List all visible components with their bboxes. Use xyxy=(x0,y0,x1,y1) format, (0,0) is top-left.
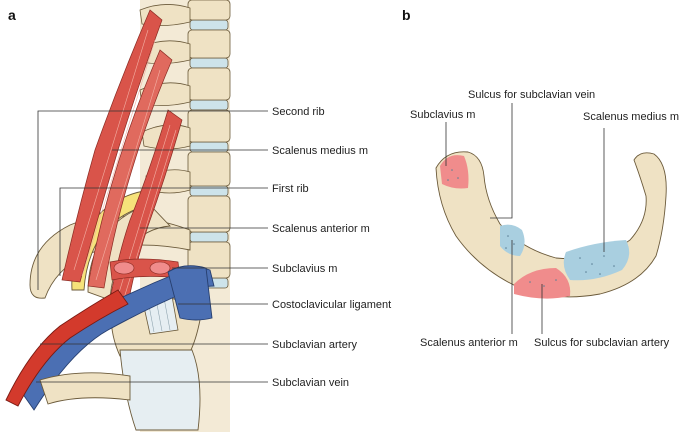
label-sulcus-subclavian-vein: Sulcus for subclavian vein xyxy=(468,89,595,101)
leader-sulcus-vein xyxy=(490,103,513,219)
manubrium xyxy=(119,349,201,431)
label-subclavian-vein: Subclavian vein xyxy=(272,377,349,389)
leader-first-rib xyxy=(59,187,268,276)
subclavius-attachment xyxy=(440,155,469,189)
label-second-rib: Second rib xyxy=(272,106,325,118)
panel-a-letter: a xyxy=(8,7,16,23)
label-scalenus-medius-a: Scalenus medius m xyxy=(272,145,368,157)
label-first-rib: First rib xyxy=(272,183,309,195)
label-costoclavicular-ligament: Costoclavicular ligament xyxy=(272,299,391,311)
subclavian-artery xyxy=(5,289,129,407)
label-scalenus-anterior-a: Scalenus anterior m xyxy=(272,223,370,235)
lower-rib xyxy=(39,372,131,405)
first-rib-superior-view xyxy=(435,151,667,299)
leader-second-rib xyxy=(37,110,268,290)
vertebral-bodies xyxy=(187,0,231,279)
label-subclavian-artery: Subclavian artery xyxy=(272,339,357,351)
label-scalenus-anterior-b: Scalenus anterior m xyxy=(420,337,518,349)
scalenus-medius-muscle xyxy=(61,9,173,289)
panel-b-leader-lines xyxy=(445,103,605,334)
label-subclavius-a: Subclavius m xyxy=(272,263,337,275)
panel-a-illustration xyxy=(5,0,231,432)
panel-a-leader-lines xyxy=(36,110,268,383)
panel-b-letter: b xyxy=(402,7,411,23)
scalenus-medius-attachment xyxy=(563,240,630,281)
subclavian-vein-stump xyxy=(167,265,213,321)
attachment-stipple xyxy=(447,169,615,287)
label-sulcus-subclavian-artery: Sulcus for subclavian artery xyxy=(534,337,670,349)
sulcus-artery-area xyxy=(514,268,571,299)
label-scalenus-medius-b: Scalenus medius m xyxy=(583,111,679,123)
label-subclavius-b: Subclavius m xyxy=(410,109,475,121)
